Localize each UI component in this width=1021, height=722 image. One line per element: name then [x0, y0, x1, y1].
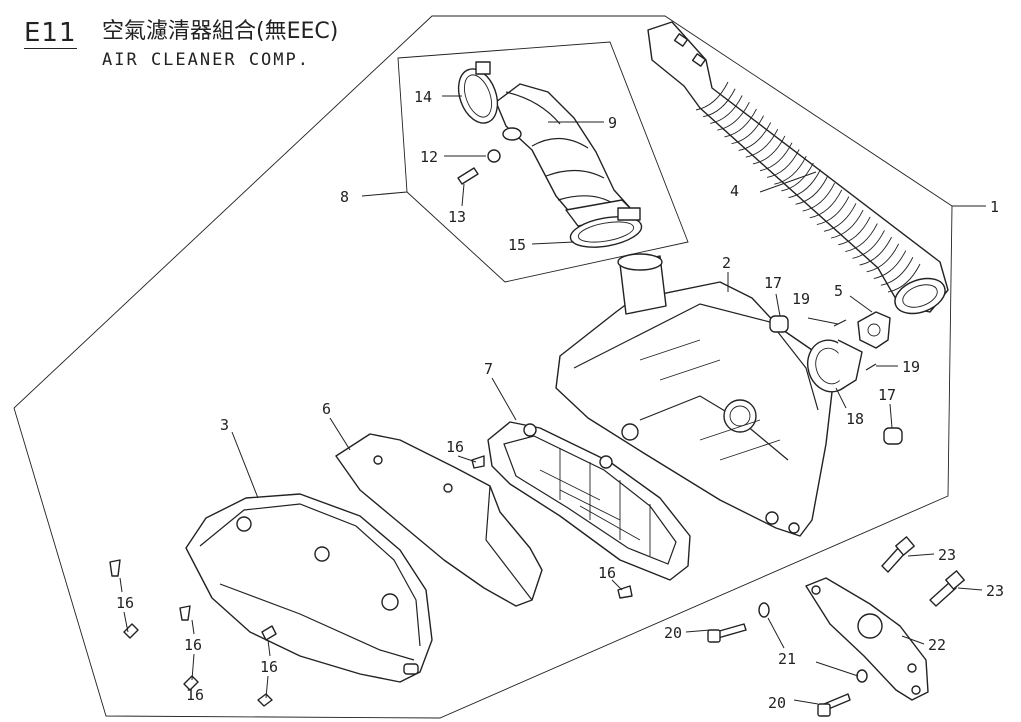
callout-20-lower: 20	[768, 694, 786, 712]
grommet-part-17-lower	[883, 427, 903, 445]
screw-part-16-g	[471, 455, 485, 469]
screw-part-19-upper	[833, 319, 847, 327]
clip-part-12	[487, 149, 501, 163]
intake-duct-part-4	[647, 21, 949, 315]
screw-part-16-f	[257, 693, 273, 707]
callout-23-upper: 23	[938, 546, 956, 564]
callout-16-a: 16	[116, 594, 134, 612]
hose-clamp-part-15	[569, 207, 643, 248]
callout-19-upper: 19	[792, 290, 810, 308]
bolt-part-20-lower	[817, 693, 851, 717]
filter-element-part-6	[335, 433, 543, 607]
grommet-part-17-upper	[769, 315, 789, 333]
washer-part-21-upper	[758, 602, 770, 618]
callout-6: 6	[322, 400, 331, 418]
callout-21: 21	[778, 650, 796, 668]
callout-9: 9	[608, 114, 617, 132]
air-cleaner-case-part-2	[555, 253, 833, 537]
callout-16-e: 16	[598, 564, 616, 582]
leader-lines	[119, 95, 986, 705]
screw-part-16-c	[179, 605, 191, 621]
screw-part-16-d	[183, 675, 199, 691]
screw-part-16-b	[123, 623, 139, 639]
callout-13: 13	[448, 208, 466, 226]
callout-2: 2	[722, 254, 731, 272]
screw-part-16-a	[109, 559, 121, 577]
callout-1: 1	[990, 198, 999, 216]
callout-20-upper: 20	[664, 624, 682, 642]
screw-part-13	[457, 167, 479, 185]
callout-18: 18	[846, 410, 864, 428]
callout-7: 7	[484, 360, 493, 378]
callout-8: 8	[340, 188, 349, 206]
intake-elbow-part-9	[495, 83, 637, 229]
callout-5: 5	[834, 282, 843, 300]
screw-part-16-e	[261, 625, 277, 641]
callout-14: 14	[414, 88, 432, 106]
callout-3: 3	[220, 416, 229, 434]
callout-17-upper: 17	[764, 274, 782, 292]
callout-16-c: 16	[260, 658, 278, 676]
callout-16-d: 16	[446, 438, 464, 456]
hose-clamp-part-14	[457, 61, 499, 124]
callout-19-lower: 19	[902, 358, 920, 376]
callout-16-b: 16	[184, 636, 202, 654]
bracket-part-5	[857, 311, 891, 349]
screw-part-19-lower	[865, 363, 877, 371]
callout-12: 12	[420, 148, 438, 166]
mounting-bracket-part-22	[805, 577, 929, 701]
subassembly-8-boundary	[397, 41, 689, 283]
diagram-title-english: AIR CLEANER COMP.	[102, 50, 310, 70]
callout-22: 22	[928, 636, 946, 654]
diagram-code: E11	[24, 18, 77, 49]
bolt-part-23-upper	[881, 536, 915, 573]
callout-15: 15	[508, 236, 526, 254]
callout-23-lower: 23	[986, 582, 1004, 600]
callout-17-lower: 17	[878, 386, 896, 404]
callout-16-f: 16	[186, 686, 204, 704]
assembly-boundary	[13, 15, 953, 719]
bolt-part-23-lower	[929, 570, 965, 607]
air-cleaner-cover-part-3	[185, 493, 433, 683]
callout-4: 4	[730, 182, 739, 200]
bolt-part-20-upper	[707, 623, 747, 643]
flange-part-18	[807, 339, 863, 393]
washer-part-21-lower	[856, 669, 868, 683]
filter-frame-part-7	[487, 421, 691, 581]
diagram-title-chinese: 空氣濾清器組合(無EEC)	[102, 19, 339, 44]
